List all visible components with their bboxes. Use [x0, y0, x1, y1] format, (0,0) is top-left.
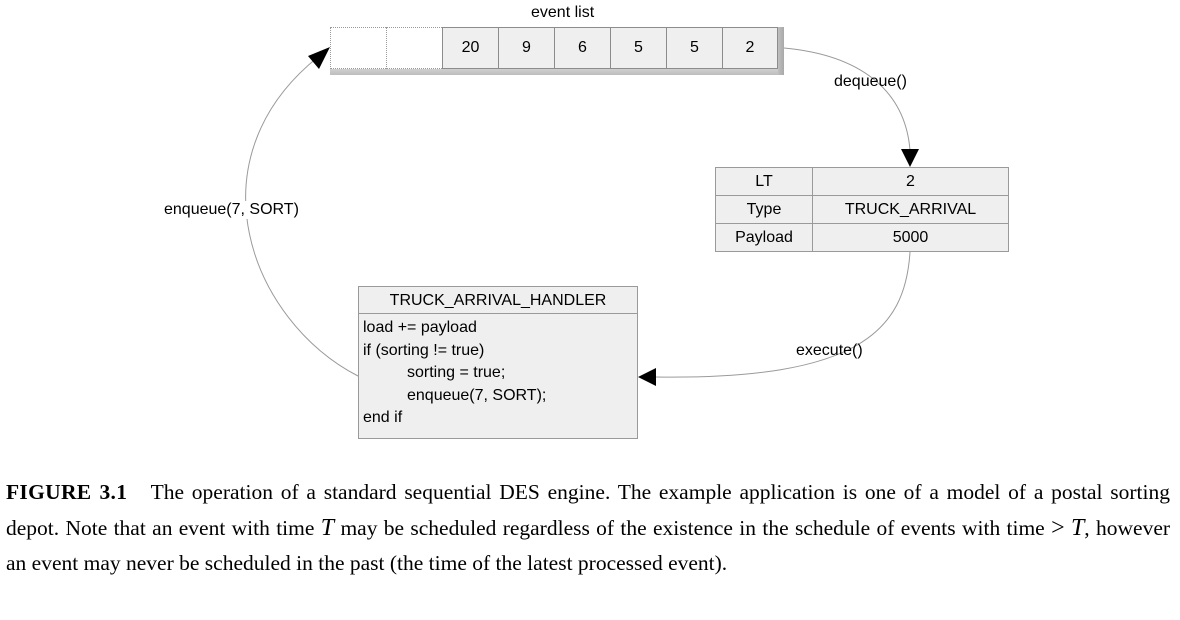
dequeue-label: dequeue() [834, 73, 907, 90]
flow-arrows [245, 47, 919, 386]
code-line: if (sorting != true) [363, 341, 485, 359]
handler-code: load += payload if (sorting != true) sor… [359, 314, 637, 430]
field-name: LT [715, 167, 813, 196]
field-value: TRUCK_ARRIVAL [812, 195, 1009, 224]
event-slot-empty [330, 27, 386, 69]
execute-label: execute() [796, 342, 863, 359]
event-record-table: LT 2 Type TRUCK_ARRIVAL Payload 5000 [715, 167, 1009, 252]
code-line: enqueue(7, SORT); [407, 386, 547, 404]
field-name: Type [715, 195, 813, 224]
caption-text-1: The operation of a standard sequential D… [6, 480, 1171, 540]
field-value: 5000 [812, 223, 1009, 252]
code-line: sorting = true; [407, 364, 506, 381]
caption-text-2: may be scheduled regardless of the exist… [340, 515, 1045, 540]
dequeue-curve [783, 47, 911, 151]
event-slot: 5 [666, 27, 722, 69]
figure-label: FIGURE 3.1 [6, 480, 128, 504]
caption-text-3: , however an event may never be schedule… [6, 515, 1171, 576]
event-slot-empty [386, 27, 442, 69]
figure-caption: FIGURE 3.1 The operation of a standard s… [6, 475, 1170, 582]
event-list-depth-bottom [330, 69, 778, 75]
field-name: Payload [715, 223, 813, 252]
enqueue-label: enqueue(7, SORT) [164, 201, 299, 219]
execute-arrowhead [638, 368, 656, 386]
field-value: 2 [812, 167, 1009, 196]
event-slot: 5 [610, 27, 666, 69]
math-variable: T [320, 514, 335, 541]
handler-title: TRUCK_ARRIVAL_HANDLER [359, 287, 637, 314]
enqueue-arrowhead [308, 47, 330, 69]
math-operator: > [1051, 514, 1065, 541]
event-list-title: event list [531, 4, 595, 21]
code-line: load += payload [363, 319, 477, 336]
execute-curve [654, 251, 911, 378]
event-slot: 6 [554, 27, 610, 69]
event-slot: 20 [442, 27, 498, 69]
event-slot: 9 [498, 27, 554, 69]
math-variable: T [1070, 514, 1085, 541]
table-row: LT 2 [715, 167, 1009, 196]
table-row: Payload 5000 [715, 223, 1009, 252]
event-slot: 2 [722, 27, 778, 69]
event-list-depth-side [778, 27, 784, 75]
table-row: Type TRUCK_ARRIVAL [715, 195, 1009, 224]
dequeue-arrowhead [901, 149, 919, 167]
handler-box: TRUCK_ARRIVAL_HANDLER load += payload if… [358, 286, 638, 439]
enqueue-curve [245, 56, 359, 377]
code-line: end if [363, 409, 403, 426]
